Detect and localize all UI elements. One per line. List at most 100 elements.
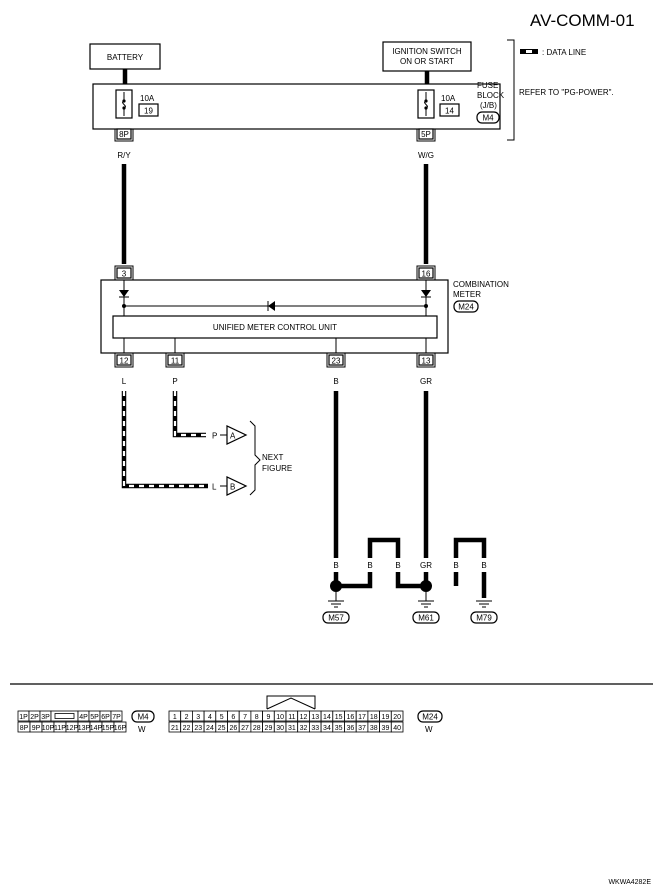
fuse-14-amps: 10A bbox=[441, 94, 456, 103]
m24-pin-23: 23 bbox=[194, 725, 202, 732]
next-a-id: A bbox=[230, 432, 236, 441]
wire-b-loop-2 bbox=[453, 537, 487, 558]
connector-m4-id-box bbox=[131, 710, 155, 723]
wire-color-gr: GR bbox=[420, 377, 432, 386]
m24-pin-31: 31 bbox=[288, 725, 296, 732]
m24-pin-9: 9 bbox=[266, 714, 270, 721]
fuse-19-number: 19 bbox=[144, 107, 153, 116]
ignition-switch-label-1: IGNITION SWITCH bbox=[392, 47, 462, 56]
next-a-wire: P bbox=[212, 432, 217, 441]
fuse-block-label-3: (J/B) bbox=[480, 101, 497, 110]
m24-pin-27: 27 bbox=[241, 725, 249, 732]
ignition-switch-box bbox=[382, 41, 472, 72]
wire-color-b: B bbox=[333, 377, 338, 386]
ground-wire-5: B bbox=[453, 561, 458, 570]
next-figure-label-1: NEXT bbox=[262, 453, 283, 462]
m24-pin-40: 40 bbox=[393, 725, 401, 732]
m4-pin-5p: 5P bbox=[90, 714, 99, 721]
wire-b-join-1 bbox=[340, 572, 373, 589]
m24-pin-34: 34 bbox=[323, 725, 331, 732]
m24-pin-28: 28 bbox=[253, 725, 261, 732]
m24-pin-37: 37 bbox=[358, 725, 366, 732]
wire-color-wg: W/G bbox=[418, 151, 434, 160]
m24-pin-4: 4 bbox=[208, 714, 212, 721]
combination-meter-label-2: METER bbox=[453, 290, 481, 299]
m24-pin-6: 6 bbox=[231, 714, 235, 721]
m24-pin-7: 7 bbox=[243, 714, 247, 721]
connector-m24-lock bbox=[266, 695, 316, 710]
m4-pin-16p-cell bbox=[113, 721, 127, 733]
ground-connector-m79-box bbox=[470, 611, 498, 624]
ground-symbol-m61 bbox=[418, 592, 434, 608]
m4-pin-14p: 14P bbox=[90, 725, 103, 732]
wire-b-loop-1 bbox=[367, 537, 401, 558]
m4-pin-1p: 1P bbox=[19, 714, 28, 721]
wire-color-p: P bbox=[172, 377, 177, 386]
m24-pin-14: 14 bbox=[323, 714, 331, 721]
svg-text:5P: 5P bbox=[421, 130, 431, 139]
figure-code: WKWA4282E bbox=[608, 879, 651, 886]
data-line-symbol-gap bbox=[526, 50, 532, 53]
pin-13: 13 bbox=[416, 353, 436, 368]
m4-pin-4p: 4P bbox=[79, 714, 88, 721]
m4-pin-13p: 13P bbox=[78, 725, 91, 732]
ground-symbol-m79 bbox=[476, 600, 492, 608]
svg-text:8P: 8P bbox=[119, 130, 129, 139]
next-figure-label-2: FIGURE bbox=[262, 464, 292, 473]
wire-color-ry: R/Y bbox=[117, 151, 131, 160]
m24-pin-8: 8 bbox=[255, 714, 259, 721]
m24-pin-13: 13 bbox=[311, 714, 319, 721]
fuse-14-number-box bbox=[439, 103, 460, 117]
m24-pin-20: 20 bbox=[393, 714, 401, 721]
ground-wire-6: B bbox=[481, 561, 486, 570]
m24-pin-24: 24 bbox=[206, 725, 214, 732]
wire-color-l: L bbox=[122, 377, 127, 386]
fuse-14 bbox=[417, 89, 435, 119]
m4-pin-10p: 10P bbox=[42, 725, 55, 732]
connector-m4-color: W bbox=[138, 725, 146, 734]
ground-connector-m61: M61 bbox=[418, 614, 434, 623]
ground-wire-2: B bbox=[367, 561, 372, 570]
splice-m61 bbox=[420, 580, 432, 592]
pin-23: 23 bbox=[326, 353, 346, 368]
combination-meter-connector: M24 bbox=[458, 303, 474, 312]
m24-pin-12: 12 bbox=[300, 714, 308, 721]
combination-meter-connector-box bbox=[453, 300, 479, 313]
ground-wire-1: B bbox=[333, 561, 338, 570]
fuse-block-connector-box bbox=[476, 111, 500, 124]
ground-wire-4: GR bbox=[420, 561, 432, 570]
m24-pin-36: 36 bbox=[346, 725, 354, 732]
fuse-19-amps: 10A bbox=[140, 94, 155, 103]
connector-m24-id-box bbox=[417, 710, 443, 723]
m24-pin-20-cell bbox=[390, 710, 404, 722]
fuse-block-label-1: FUSE bbox=[477, 81, 498, 90]
connector-m4-id: M4 bbox=[137, 713, 149, 722]
ground-connector-m57: M57 bbox=[328, 614, 344, 623]
m24-pin-11: 11 bbox=[288, 714, 295, 721]
ground-symbol-m57 bbox=[328, 592, 344, 608]
wire-b-join-2 bbox=[395, 572, 422, 589]
m4-pin-6p: 6P bbox=[101, 714, 110, 721]
m4-pin-3p: 3P bbox=[41, 714, 50, 721]
ignition-switch-label-2: ON OR START bbox=[400, 57, 454, 66]
m4-pin-7p-cell bbox=[110, 710, 123, 722]
m24-pin-5: 5 bbox=[220, 714, 224, 721]
data-line-l bbox=[121, 391, 208, 489]
m24-pin-10: 10 bbox=[276, 714, 284, 721]
m24-pin-22: 22 bbox=[183, 725, 191, 732]
fuse-19-number-box bbox=[138, 103, 159, 117]
refer-note: REFER TO "PG-POWER". bbox=[519, 88, 614, 97]
m4-pin-15p: 15P bbox=[102, 725, 115, 732]
m24-pin-15: 15 bbox=[335, 714, 343, 721]
next-b-id: B bbox=[230, 483, 235, 492]
combination-meter-label-1: COMBINATION bbox=[453, 280, 509, 289]
m24-pin-3: 3 bbox=[196, 714, 200, 721]
ground-wire-3: B bbox=[395, 561, 400, 570]
m24-pin-40-cell bbox=[390, 721, 404, 733]
fuse-block-connector: M4 bbox=[482, 114, 494, 123]
unified-meter-control-unit-label: UNIFIED METER CONTROL UNIT bbox=[213, 323, 337, 332]
pin-5p: 5P bbox=[416, 128, 436, 142]
next-figure-a bbox=[226, 425, 248, 445]
pin-16: 16 bbox=[416, 265, 436, 280]
